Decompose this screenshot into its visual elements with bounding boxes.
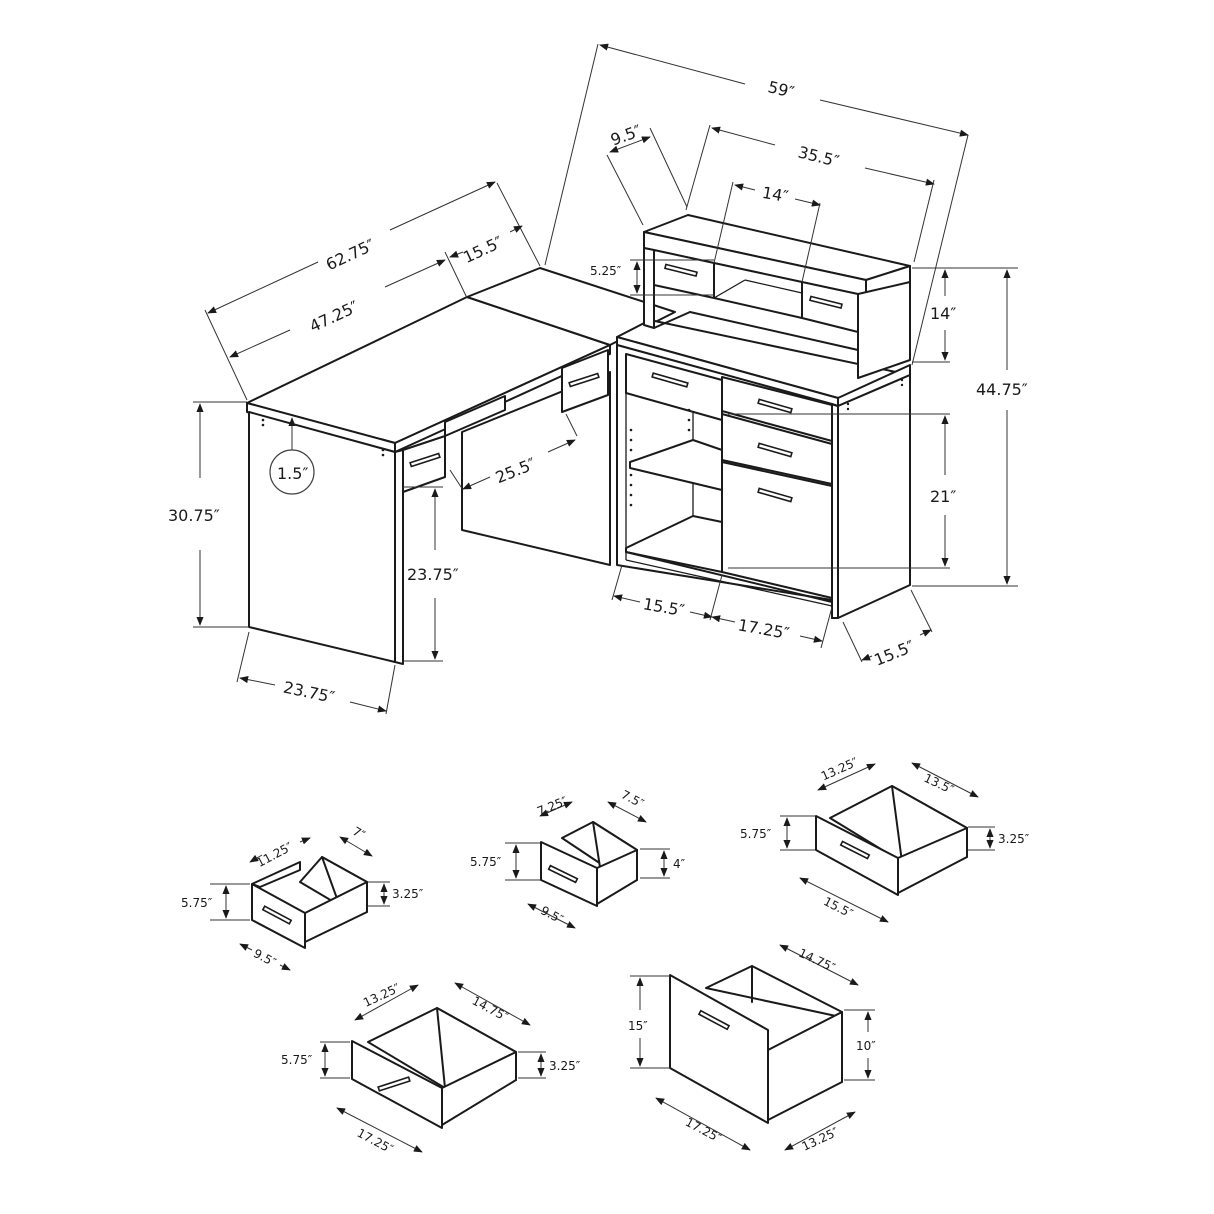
- drawer-a-inner-width: 7″: [350, 824, 368, 842]
- dim-desk-height: 30.75″: [168, 506, 220, 525]
- dim-cabinet-inner-height: 21″: [930, 487, 956, 506]
- left-side-panel-edge: [394, 449, 404, 665]
- drawer-c-front-width: 15.5″: [821, 894, 856, 921]
- drawer-a-front-width: 9.5″: [251, 946, 279, 970]
- hutch-right-drawer: [801, 281, 859, 333]
- drawer-handle: [808, 295, 843, 310]
- drawer-handle: [568, 372, 600, 388]
- drawer-e-front-height: 15″: [628, 1019, 648, 1033]
- cabinet-file-drawer: [721, 461, 833, 599]
- drawer-b-front-height: 5.75″: [470, 855, 502, 869]
- drawer-a-front-height: 5.75″: [181, 896, 213, 910]
- dim-hutch-drawer-height: 5.25″: [590, 264, 622, 278]
- drawer-b-inner-width: 7.5″: [619, 787, 647, 811]
- drawer-handle: [663, 263, 698, 278]
- hutch-right-side: [857, 281, 911, 379]
- main-dimensions: 59″ 9.5″ 35.5″ 14″ 5.25″ 14″ 44.75″: [168, 43, 1028, 715]
- drawer-c-inner-width: 13.5″: [922, 771, 957, 797]
- drawer-detail-small-b: 5.75″ 4″ 7.25″ 7.5″ 9.5″: [470, 787, 686, 929]
- corner-desktop: [466, 267, 676, 346]
- drawer-d-front-width: 17.25″: [355, 1126, 396, 1157]
- drawer-b-inner-height: 4″: [673, 857, 686, 871]
- drawer-handle: [757, 398, 793, 414]
- drawer-detail-medium: 5.75″ 3.25″ 13.25″ 13.5″ 15.5″: [740, 755, 1030, 923]
- dim-knee-height: 23.75″: [407, 565, 459, 584]
- dim-cabinet-depth: 15.5″: [871, 637, 917, 670]
- dim-top-thickness: 1.5″: [277, 464, 308, 483]
- drawer-e-inner-height: 10″: [856, 1039, 876, 1053]
- dim-hutch-opening: 14″: [761, 183, 790, 206]
- dim-cabinet-left-width: 15.5″: [642, 594, 686, 620]
- drawer-handle: [651, 372, 689, 388]
- dim-hutch-depth: 9.5″: [608, 121, 644, 150]
- drawer-c-front-height: 5.75″: [740, 827, 772, 841]
- keyboard-tray: [444, 395, 506, 437]
- dim-overall-width: 59″: [766, 77, 796, 102]
- drawer-detail-wide: 5.75″ 3.25″ 13.25″ 14.75″ 17.25″: [281, 981, 581, 1157]
- drawer-e-front-width: 17.25″: [683, 1115, 724, 1146]
- dim-hutch-width: 35.5″: [796, 142, 841, 171]
- dim-hutch-height: 14″: [930, 304, 956, 323]
- drawer-detail-small-a: 5.75″ 3.25″ 11.25″ 7″ 9.5″: [181, 824, 424, 971]
- drawer-handle: [757, 442, 793, 458]
- dim-left-length: 62.75″: [323, 235, 378, 274]
- dim-total-height: 44.75″: [976, 380, 1028, 399]
- desk-drawing: [246, 214, 911, 665]
- drawer-a-inner-height: 3.25″: [392, 887, 424, 901]
- drawer-handle: [409, 452, 441, 468]
- left-side-panel: [248, 411, 396, 663]
- drawer-d-front-height: 5.75″: [281, 1053, 313, 1067]
- dim-corner-depth: 15.5″: [460, 232, 506, 267]
- dim-side-depth: 23.75″: [282, 678, 337, 707]
- left-pencil-drawer: [402, 435, 446, 493]
- drawer-d-inner-height: 3.25″: [549, 1059, 581, 1073]
- dim-cabinet-right-width: 17.25″: [737, 615, 791, 643]
- drawer-c-inner-length: 13.25″: [819, 755, 861, 784]
- drawer-a-inner-length: 11.25″: [254, 839, 295, 870]
- drawer-d-inner-width: 14.75″: [470, 994, 511, 1025]
- drawer-detail-file: 15″ 10″ 14.75″ 17.25″ 13.25″: [628, 944, 876, 1154]
- back-panel: [461, 371, 611, 566]
- drawer-b-inner-length: 7.25″: [535, 794, 570, 819]
- cabinet-side: [837, 374, 911, 619]
- drawer-handle: [757, 487, 793, 503]
- drawer-e-inner-width: 13.25″: [800, 1124, 842, 1153]
- drawer-b-front-width: 9.5″: [538, 903, 566, 927]
- drawer-c-inner-height: 3.25″: [998, 832, 1030, 846]
- dim-left-inner-length: 47.25″: [306, 297, 361, 336]
- shelf-pin-holes: [629, 408, 691, 507]
- drawer-e-inner-length: 14.75″: [796, 946, 838, 975]
